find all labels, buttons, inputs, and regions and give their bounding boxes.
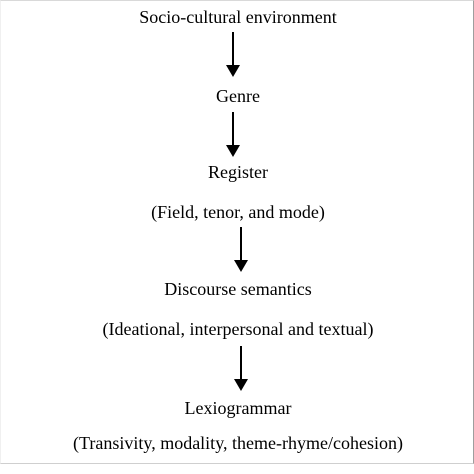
node-register: Register <box>208 162 268 182</box>
arrow-to-genre <box>223 31 243 79</box>
arrow-to-lexiogrammar <box>231 345 251 393</box>
diagram-frame: Socio-cultural environment Genre Registe… <box>0 0 474 464</box>
arrow-to-discourse-semantics <box>231 226 251 274</box>
arrow-to-register <box>223 111 243 159</box>
node-genre: Genre <box>216 86 260 106</box>
node-discourse-semantics-details: (Ideational, interpersonal and textual) <box>102 319 374 339</box>
node-socio-cultural-environment: Socio-cultural environment <box>139 7 337 27</box>
node-discourse-semantics: Discourse semantics <box>164 279 312 299</box>
node-lexiogrammar-details: (Transivity, modality, theme-rhyme/cohes… <box>73 433 403 453</box>
node-register-details: (Field, tenor, and mode) <box>151 202 325 222</box>
node-lexiogrammar: Lexiogrammar <box>184 398 292 418</box>
